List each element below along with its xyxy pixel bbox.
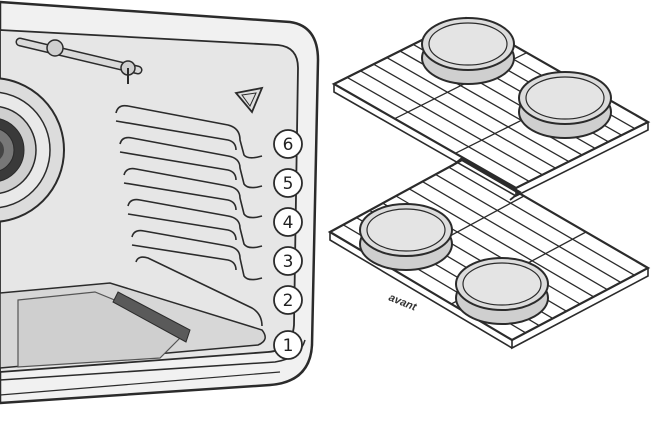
top-element [15, 37, 143, 84]
rack-guide-4 [123, 167, 263, 219]
rack-wire [346, 76, 530, 182]
rack-position-2: 2 [273, 285, 303, 315]
lower-rack: avant [327, 156, 651, 350]
rack-position-3: 3 [273, 246, 303, 276]
rack-position-1-label: 1 [283, 336, 294, 356]
rack-guide-6 [115, 104, 263, 159]
rack-position-callouts: 6 5 4 3 2 1 [273, 129, 303, 360]
rack-front-label: avant [387, 292, 419, 314]
rack-wire [408, 188, 594, 298]
rack-guide-2 [131, 229, 263, 281]
rack-position-4-label: 4 [283, 213, 294, 233]
rack-guide-3 [127, 198, 263, 249]
lower-rack-pan-back [359, 203, 453, 271]
oven-front-edge-2 [0, 371, 281, 396]
rack-guide-1 [135, 256, 263, 327]
rack-wire [448, 166, 635, 276]
rack-wire [386, 57, 570, 163]
upper-rack-pan-back [421, 17, 515, 85]
upper-rack-side-lip [333, 84, 517, 197]
bottom-heating-element [112, 291, 191, 343]
oven-light-inner [241, 92, 257, 107]
lower-rack-side-lip [329, 232, 513, 349]
oven-cavity: 6 5 4 3 2 1 [0, 0, 320, 405]
rack-wire [435, 173, 622, 283]
rack-position-6: 6 [273, 129, 303, 159]
oven-floor-recess [17, 291, 190, 368]
rack-position-1: 1 [273, 330, 303, 360]
rack-position-6-label: 6 [283, 135, 294, 155]
upper-rack [331, 16, 651, 198]
rack-position-4: 4 [273, 207, 303, 237]
lower-rack-pan-front [455, 257, 549, 325]
rack-position-3-label: 3 [283, 252, 294, 272]
rack-guides [115, 104, 263, 327]
rack-wire [360, 70, 543, 176]
upper-rack-pan-front [518, 71, 612, 139]
rack-wire [422, 181, 608, 291]
convection-fan [0, 77, 65, 223]
lower-rack-front-lip [511, 268, 649, 350]
rack-wire [373, 63, 556, 169]
rack-position-5: 5 [273, 168, 303, 198]
rack-position-5-label: 5 [283, 174, 294, 194]
lower-rack-back-stop [451, 156, 522, 201]
rack-position-2-label: 2 [283, 291, 294, 311]
rack-guide-5 [119, 136, 263, 189]
